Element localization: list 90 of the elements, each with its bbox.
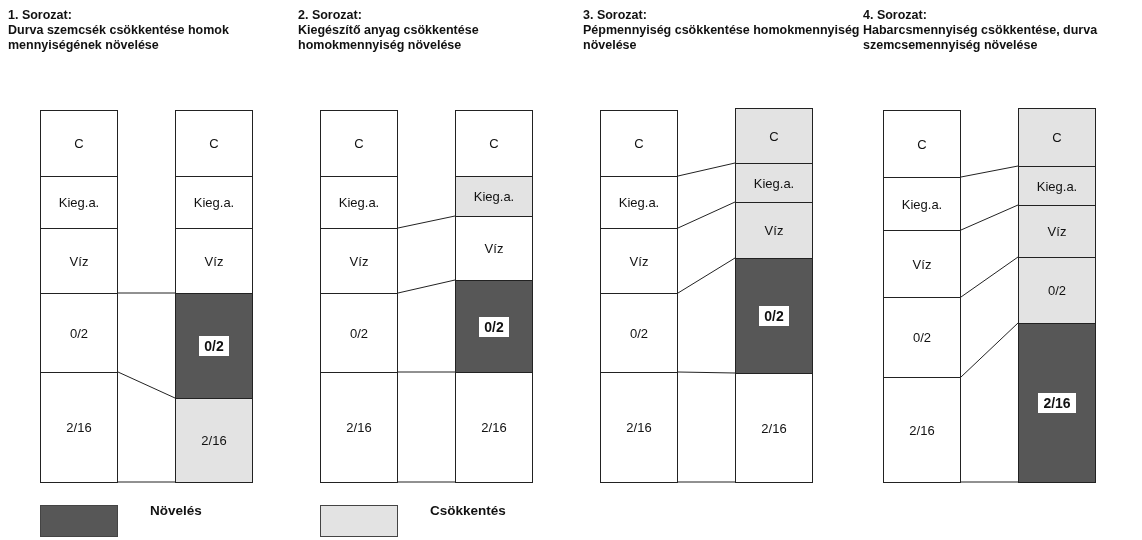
cell-label: C [916, 135, 928, 154]
cell-label: Víz [911, 255, 933, 274]
cell-label: C [353, 135, 365, 153]
cell-label: 0/2 [199, 336, 229, 356]
column-cell [175, 110, 253, 177]
cell-label: 2/16 [200, 432, 228, 450]
series-heading: 3. Sorozat: [583, 8, 648, 23]
cell-label: Kieg.a. [472, 188, 516, 206]
column-cell [1018, 166, 1096, 206]
column-cell [320, 372, 398, 483]
cell-label: Kieg.a. [337, 194, 381, 212]
series-description: Habarcsmennyiség csökkentése, durva szemcsemennyiség növelése [863, 23, 1099, 53]
shaded-cell [1018, 323, 1096, 483]
cell-label: 0/2 [1046, 282, 1068, 300]
cell-label: 2/16 [1038, 393, 1076, 413]
column-cell [735, 373, 813, 483]
cell-label: Kieg.a. [752, 174, 796, 193]
column-cell [735, 108, 813, 164]
column-cell [40, 110, 118, 177]
column-cell [600, 372, 678, 483]
cell-label: 0/2 [911, 329, 933, 347]
cell-label: 2/16 [65, 419, 93, 437]
series-heading: 2. Sorozat: [298, 8, 363, 23]
column-cell [175, 176, 253, 229]
series-description: Pépmennyiség csökkentése homokmennyiség növelése [583, 23, 861, 53]
series-heading: 4. Sorozat: [863, 8, 928, 23]
column-cell [40, 372, 118, 483]
cell-label: Kieg.a. [900, 195, 944, 214]
column-cell [455, 176, 533, 217]
cell-label: 2/16 [908, 421, 936, 440]
column-cell [175, 398, 253, 483]
cell-label: 0/2 [68, 324, 90, 343]
cell-label: 2/16 [345, 419, 373, 437]
column-cell [883, 110, 961, 178]
column-cell [455, 216, 533, 281]
column-cell [883, 177, 961, 231]
series-heading: 1. Sorozat: [8, 8, 73, 23]
cell-label: 0/2 [628, 324, 650, 343]
column-cell [600, 176, 678, 229]
column-cell [455, 372, 533, 483]
shaded-cell [735, 258, 813, 374]
column-cell [40, 176, 118, 229]
column-cell [175, 228, 253, 294]
column-cell [600, 110, 678, 177]
column-cell [600, 293, 678, 373]
cell-label: Víz [203, 252, 225, 271]
cell-label: 2/16 [625, 419, 653, 437]
cell-label: Kieg.a. [617, 194, 661, 212]
column-cell [1018, 257, 1096, 324]
cell-label: C [768, 127, 780, 146]
cell-label: Kieg.a. [1035, 177, 1079, 196]
cell-label: 2/16 [480, 419, 508, 437]
cell-label: Víz [1046, 223, 1068, 241]
cell-label: 0/2 [348, 324, 370, 343]
column-cell [735, 202, 813, 259]
column-cell [320, 176, 398, 229]
cell-label: C [1051, 129, 1063, 147]
cell-label: Víz [628, 252, 650, 271]
column-cell [320, 293, 398, 373]
column-cell [883, 377, 961, 483]
column-cell [40, 228, 118, 294]
cell-label: Víz [483, 240, 505, 258]
column-cell [320, 110, 398, 177]
cell-label: 2/16 [760, 419, 788, 438]
cell-label: C [73, 135, 85, 153]
cell-label: Kieg.a. [57, 194, 101, 212]
cell-label: 0/2 [759, 306, 789, 326]
column-cell [1018, 205, 1096, 258]
column-cell [600, 228, 678, 294]
column-cell [320, 228, 398, 294]
cell-label: Kieg.a. [192, 194, 236, 212]
column-cell [883, 297, 961, 378]
cell-label: 0/2 [479, 316, 509, 337]
shaded-cell [455, 280, 533, 373]
cell-label: Víz [763, 222, 785, 240]
column-cell [1018, 108, 1096, 167]
legend-label: Csökkentés [430, 503, 506, 518]
cell-label: Víz [348, 252, 370, 271]
series-description: Kiegészítő anyag csökkentése homokmennyiség növelése [298, 23, 480, 53]
series-description: Durva szemcsék csökkentése homok mennyiségének növelése [8, 23, 230, 53]
column-cell [455, 110, 533, 177]
column-cell [735, 163, 813, 203]
shaded-cell [175, 293, 253, 399]
cell-label: C [633, 135, 645, 153]
cell-label: C [208, 135, 220, 153]
column-cell [40, 293, 118, 373]
cell-label: Víz [68, 252, 90, 271]
legend-label: Növelés [150, 503, 202, 518]
cell-label: C [488, 135, 500, 153]
column-cell [883, 230, 961, 298]
